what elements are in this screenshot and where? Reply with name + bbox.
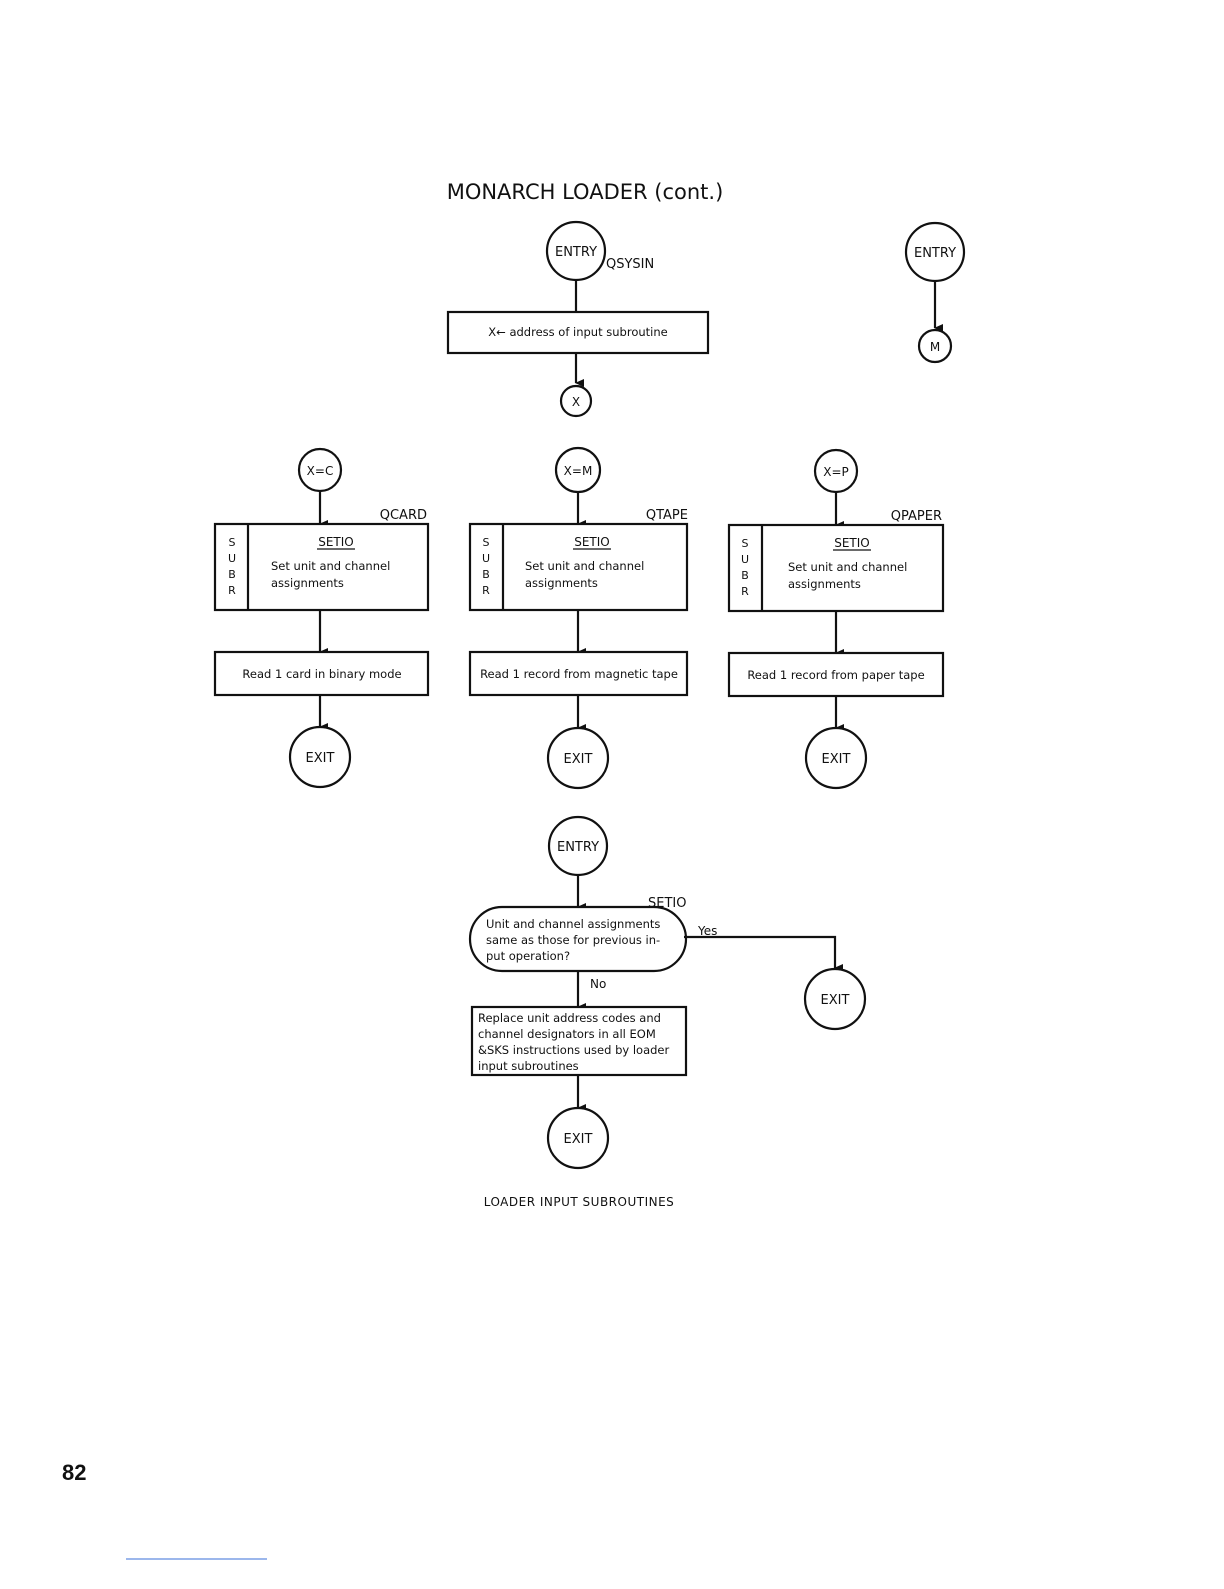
read-papertape-text: Read 1 record from paper tape [747,668,924,682]
subr-letter: B [482,568,490,581]
connector-x-label: X [572,395,580,409]
connector-xc-label: X=C [307,464,334,478]
subr-setio-box [213,522,430,612]
yes-label: Yes [697,924,717,938]
qsysin-tag: QSYSIN [606,257,654,272]
connector-m-node [917,328,953,364]
qpaper-tag: QPAPER [891,509,942,524]
subr-desc-line: assignments [788,577,861,591]
subr-name: SETIO [574,535,610,549]
final-exit-label: EXIT [564,1132,593,1147]
exit-node [288,725,352,789]
assign-address-box [446,310,710,355]
final-exit-node [546,1106,610,1170]
connector-xp-label: X=P [823,465,849,479]
subr-letter: R [741,585,749,598]
no-label: No [590,977,606,991]
replace-codes-line: &SKS instructions used by loader [478,1043,669,1057]
subr-letter: S [742,537,749,550]
subr-name: SETIO [318,535,354,549]
column-qpaper: X=P QPAPER S U B R SETIO Set unit and ch… [727,448,945,790]
read-card-text: Read 1 card in binary mode [242,667,401,681]
subr-desc-line: assignments [525,576,598,590]
subr-setio-box [468,522,689,612]
qcard-tag: QCARD [380,508,427,523]
subr-desc-line: assignments [271,576,344,590]
subr-letter: B [741,569,749,582]
subr-setio-box [727,523,945,613]
read-magtape-text: Read 1 record from magnetic tape [480,667,678,681]
assign-address-text: X← address of input subroutine [488,325,667,339]
decision-text-line: same as those for previous in- [486,933,660,947]
column-qcard: X=C QCARD S U B R SETIO Set unit and cha… [213,447,430,789]
subr-letter: U [228,552,236,565]
subr-desc-line: Set unit and channel [525,559,644,573]
yes-branch-line [684,935,843,972]
exit-node-label: EXIT [306,751,335,766]
subr-letter: R [228,584,236,597]
connector-x-node [559,384,593,418]
page-title: MONARCH LOADER (cont.) [447,180,724,204]
subr-desc-line: Set unit and channel [271,559,390,573]
read-magtape-box [468,650,689,697]
entry-node-right-label: ENTRY [914,246,956,261]
read-card-box [213,650,430,697]
subr-desc-line: Set unit and channel [788,560,907,574]
subr-letter: B [228,568,236,581]
setio-flow: ENTRY SETIO Unit and channel assignments… [468,815,867,1170]
entry-node-qsysin-label: ENTRY [555,245,597,260]
yes-exit-node [803,967,867,1031]
yes-exit-label: EXIT [821,993,850,1008]
replace-codes-line: input subroutines [478,1059,579,1073]
subr-letter: U [482,552,490,565]
replace-codes-line: Replace unit address codes and [478,1011,661,1025]
read-papertape-box [727,651,945,698]
decision-text-line: put operation? [486,949,570,963]
subr-letter: R [482,584,490,597]
exit-node-label: EXIT [822,752,851,767]
replace-codes-box [470,1005,688,1077]
subr-letter: U [741,553,749,566]
subr-letter: S [483,536,490,549]
column-qtape: X=M QTAPE S U B R SETIO Set unit and cha… [468,446,689,790]
exit-node [804,726,868,790]
decision-text-line: Unit and channel assignments [486,917,660,931]
replace-codes-line: channel designators in all EOM [478,1027,656,1041]
qtape-tag: QTAPE [646,508,688,523]
page-number: 82 [62,1460,86,1485]
exit-node-label: EXIT [564,752,593,767]
subr-letter: S [229,536,236,549]
figure-caption: LOADER INPUT SUBROUTINES [484,1195,675,1209]
subr-name: SETIO [834,536,870,550]
exit-node [546,726,610,790]
connector-xm-label: X=M [564,464,593,478]
connector-m-label: M [930,340,940,354]
setio-entry-label: ENTRY [557,840,599,855]
